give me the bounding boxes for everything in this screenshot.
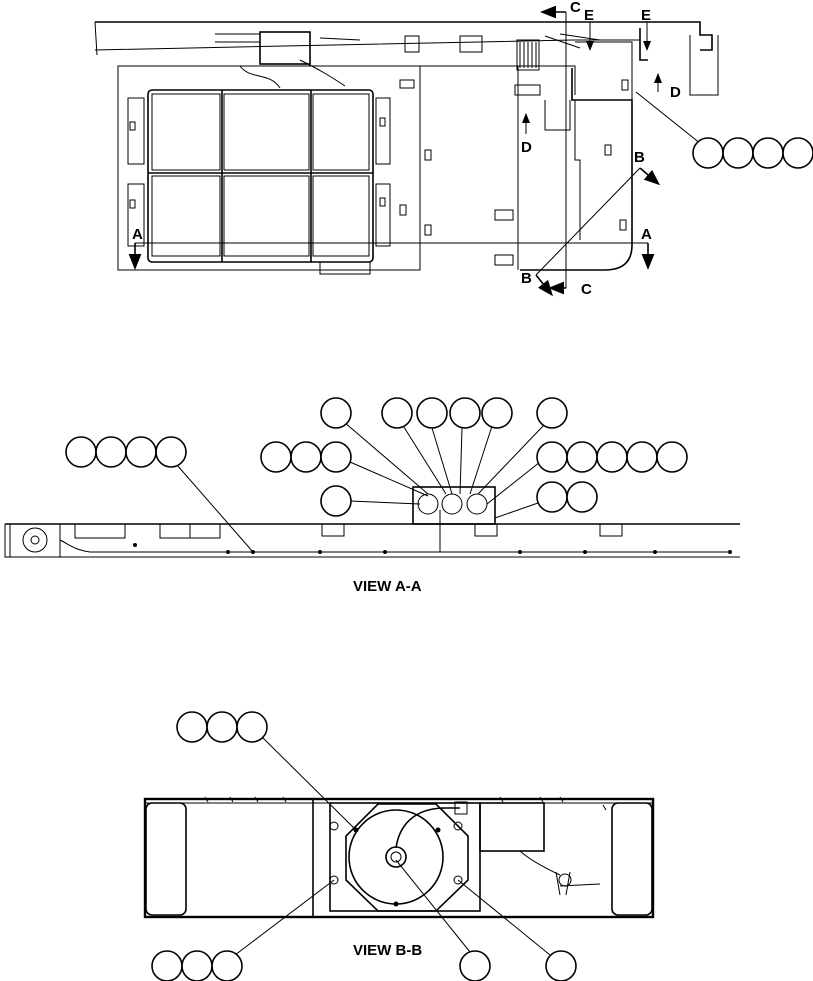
callout-bubble (545, 950, 577, 981)
view-a-a-caption: VIEW A-A (353, 578, 422, 595)
section-marker-b-top: B (634, 149, 645, 166)
callout-bubble (566, 441, 598, 473)
callout-bubble (416, 397, 448, 429)
callout-bubble (692, 137, 724, 169)
callout-bubble (722, 137, 754, 169)
callout-bubble (566, 481, 598, 513)
section-line-c (540, 5, 567, 295)
callout-bubble (782, 137, 813, 169)
section-marker-b-bottom: B (521, 270, 532, 287)
view-b-b (143, 796, 655, 919)
callout-bubble (236, 711, 268, 743)
callout-bubble (381, 397, 413, 429)
callout-bubble (596, 441, 628, 473)
plan-view: A A B B C C D D E E (94, 0, 813, 298)
callout-group-top (635, 91, 813, 169)
callout-bubble (211, 950, 243, 981)
callouts-view-b-b (151, 711, 577, 981)
callout-bubble (449, 397, 481, 429)
section-marker-c-bottom: C (581, 281, 592, 298)
section-marker-d-left: D (521, 139, 532, 156)
callout-bubble (320, 397, 352, 429)
section-line-a (128, 242, 655, 270)
section-marker-a-left: A (132, 226, 143, 243)
callout-bubble (260, 441, 292, 473)
callout-bubble (65, 436, 97, 468)
callout-bubble (536, 441, 568, 473)
section-line-b (535, 167, 661, 297)
callout-bubble (626, 441, 658, 473)
section-marker-a-right: A (641, 226, 652, 243)
section-line-e (586, 22, 651, 51)
floor-outline (117, 41, 633, 275)
callout-bubble (459, 950, 491, 981)
callout-bubble (290, 441, 322, 473)
callout-bubble (95, 436, 127, 468)
callout-bubble (656, 441, 688, 473)
callout-bubble (181, 950, 213, 981)
callout-bubble (176, 711, 208, 743)
callout-bubble (481, 397, 513, 429)
callout-bubble (536, 397, 568, 429)
callout-bubble (536, 481, 568, 513)
callout-bubble (155, 436, 187, 468)
section-marker-e-left: E (584, 7, 594, 24)
section-line-d (522, 73, 662, 134)
upper-beam (94, 21, 719, 96)
callouts-view-a-a (65, 397, 688, 553)
callout-bubble (320, 485, 352, 517)
battery-panels (127, 59, 391, 263)
callout-bubble (206, 711, 238, 743)
callout-bubble (151, 950, 183, 981)
section-marker-e-right: E (641, 7, 651, 24)
section-marker-d-right: D (670, 84, 681, 101)
view-a-a (4, 486, 740, 558)
section-marker-c-top: C (570, 0, 581, 16)
view-b-b-caption: VIEW B-B (353, 942, 422, 959)
callout-bubble (125, 436, 157, 468)
callout-bubble (320, 441, 352, 473)
callout-bubble (752, 137, 784, 169)
